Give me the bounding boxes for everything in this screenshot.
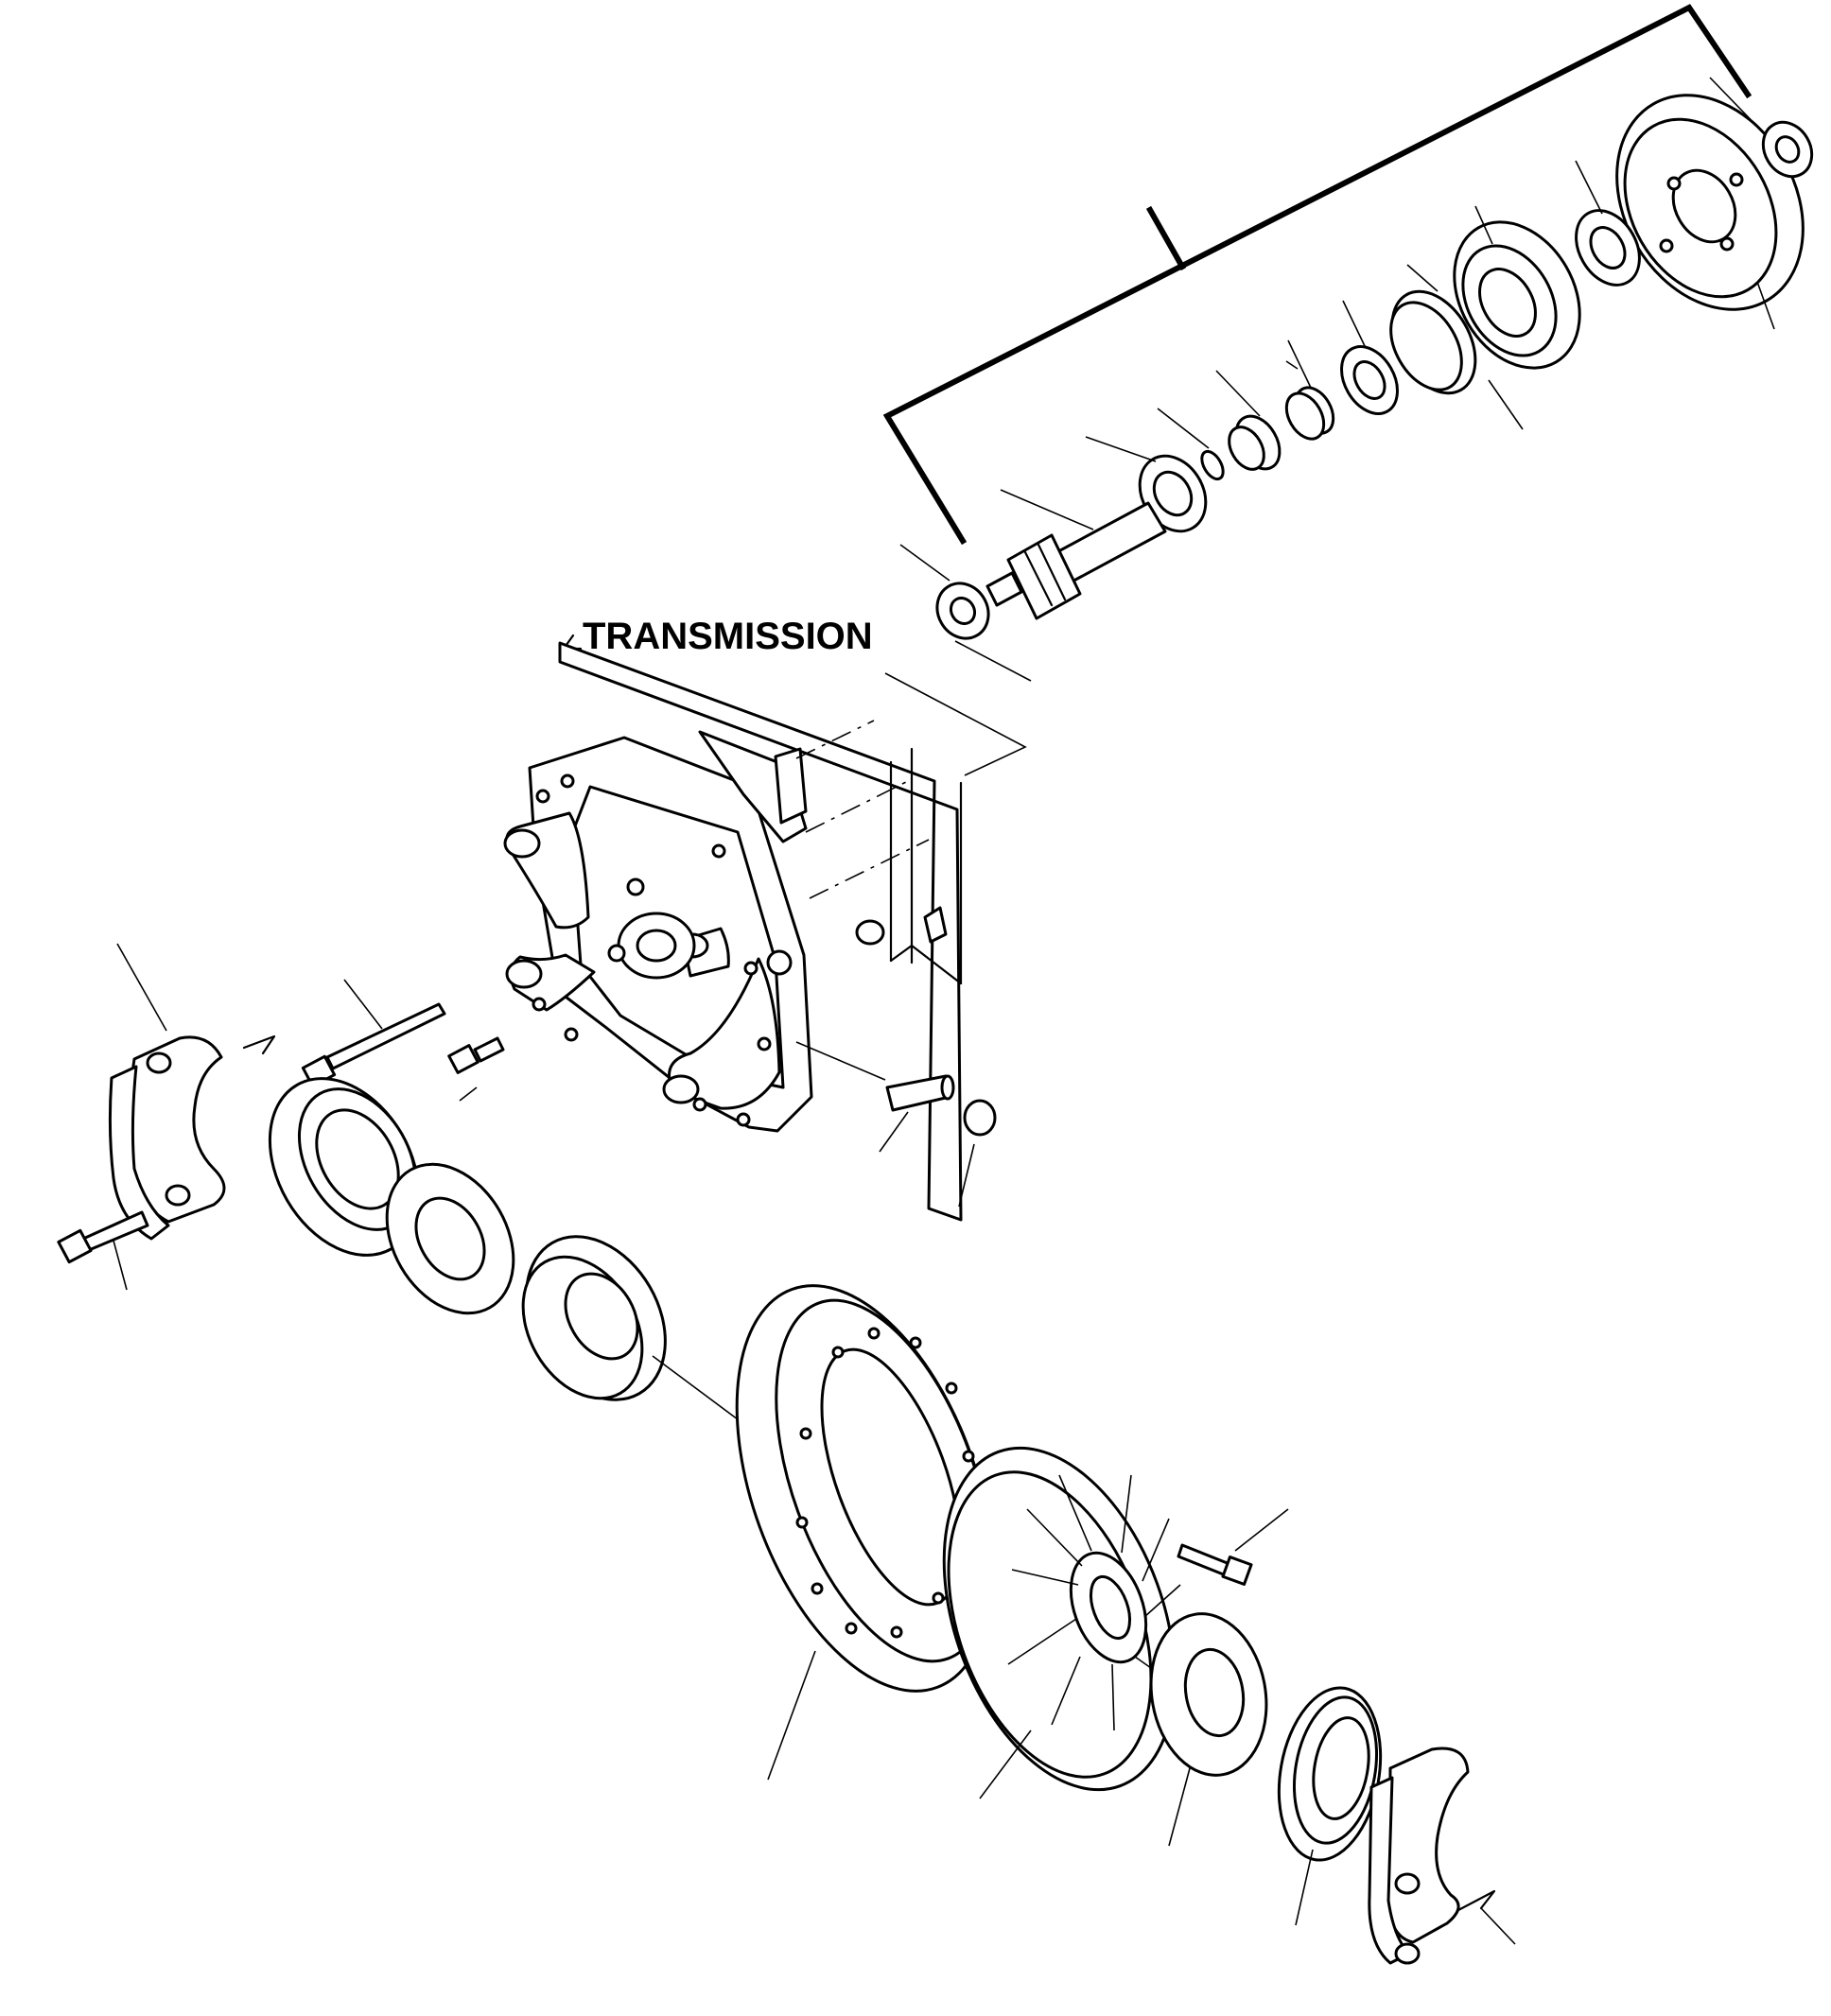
shim-pack: [1284, 386, 1335, 441]
left-bearing-cap: [108, 943, 226, 1241]
pinion-bearing-cage: [1453, 220, 1581, 370]
short-cap-screw: [447, 1036, 505, 1102]
stud-nut: [958, 1099, 997, 1208]
case-bolt: [1177, 1508, 1289, 1586]
pilot-bearing: [935, 582, 990, 640]
bearing-cone: [1340, 345, 1399, 415]
long-through-bolt: [301, 979, 446, 1088]
differential-case: [942, 1446, 1181, 1799]
pinion-drive-gear: [1615, 94, 1805, 311]
axle-housing: [503, 730, 813, 1133]
pinion-assembly-bracket: [882, 4, 1753, 546]
outer-pinion-bearing: [1575, 209, 1641, 287]
pinion-lock-nut: [1761, 120, 1814, 179]
pinion-leader-lines: [899, 77, 1775, 582]
bearing-cup: [1389, 289, 1477, 395]
snap-ring: [1200, 449, 1225, 481]
lock-pin-left: [242, 1034, 276, 1055]
right-bearing-adjuster: [1277, 1686, 1383, 1926]
differential-case-half: [521, 1235, 758, 1434]
inner-pinion-bearing: [1138, 454, 1208, 533]
lower-cap-bolt: [57, 1210, 149, 1291]
drive-pinion: [985, 501, 1167, 620]
ring-gear: [735, 1284, 994, 1781]
alignment-lines: [795, 640, 1032, 899]
lock-pin-right: [1456, 1889, 1516, 1945]
housing-stud: [795, 1041, 955, 1153]
right-carrier-bearing: [1149, 1612, 1268, 1847]
left-bearing-adjuster: [268, 1077, 421, 1257]
right-bearing-cap: [1368, 1747, 1470, 1965]
left-carrier-bearing: [385, 1162, 515, 1315]
transmission-case: [558, 641, 963, 1222]
transmission-label-group: TRANSMISSION: [562, 616, 873, 664]
transmission-label: TRANSMISSION: [583, 616, 873, 657]
spacer-sleeve: [1228, 414, 1282, 471]
